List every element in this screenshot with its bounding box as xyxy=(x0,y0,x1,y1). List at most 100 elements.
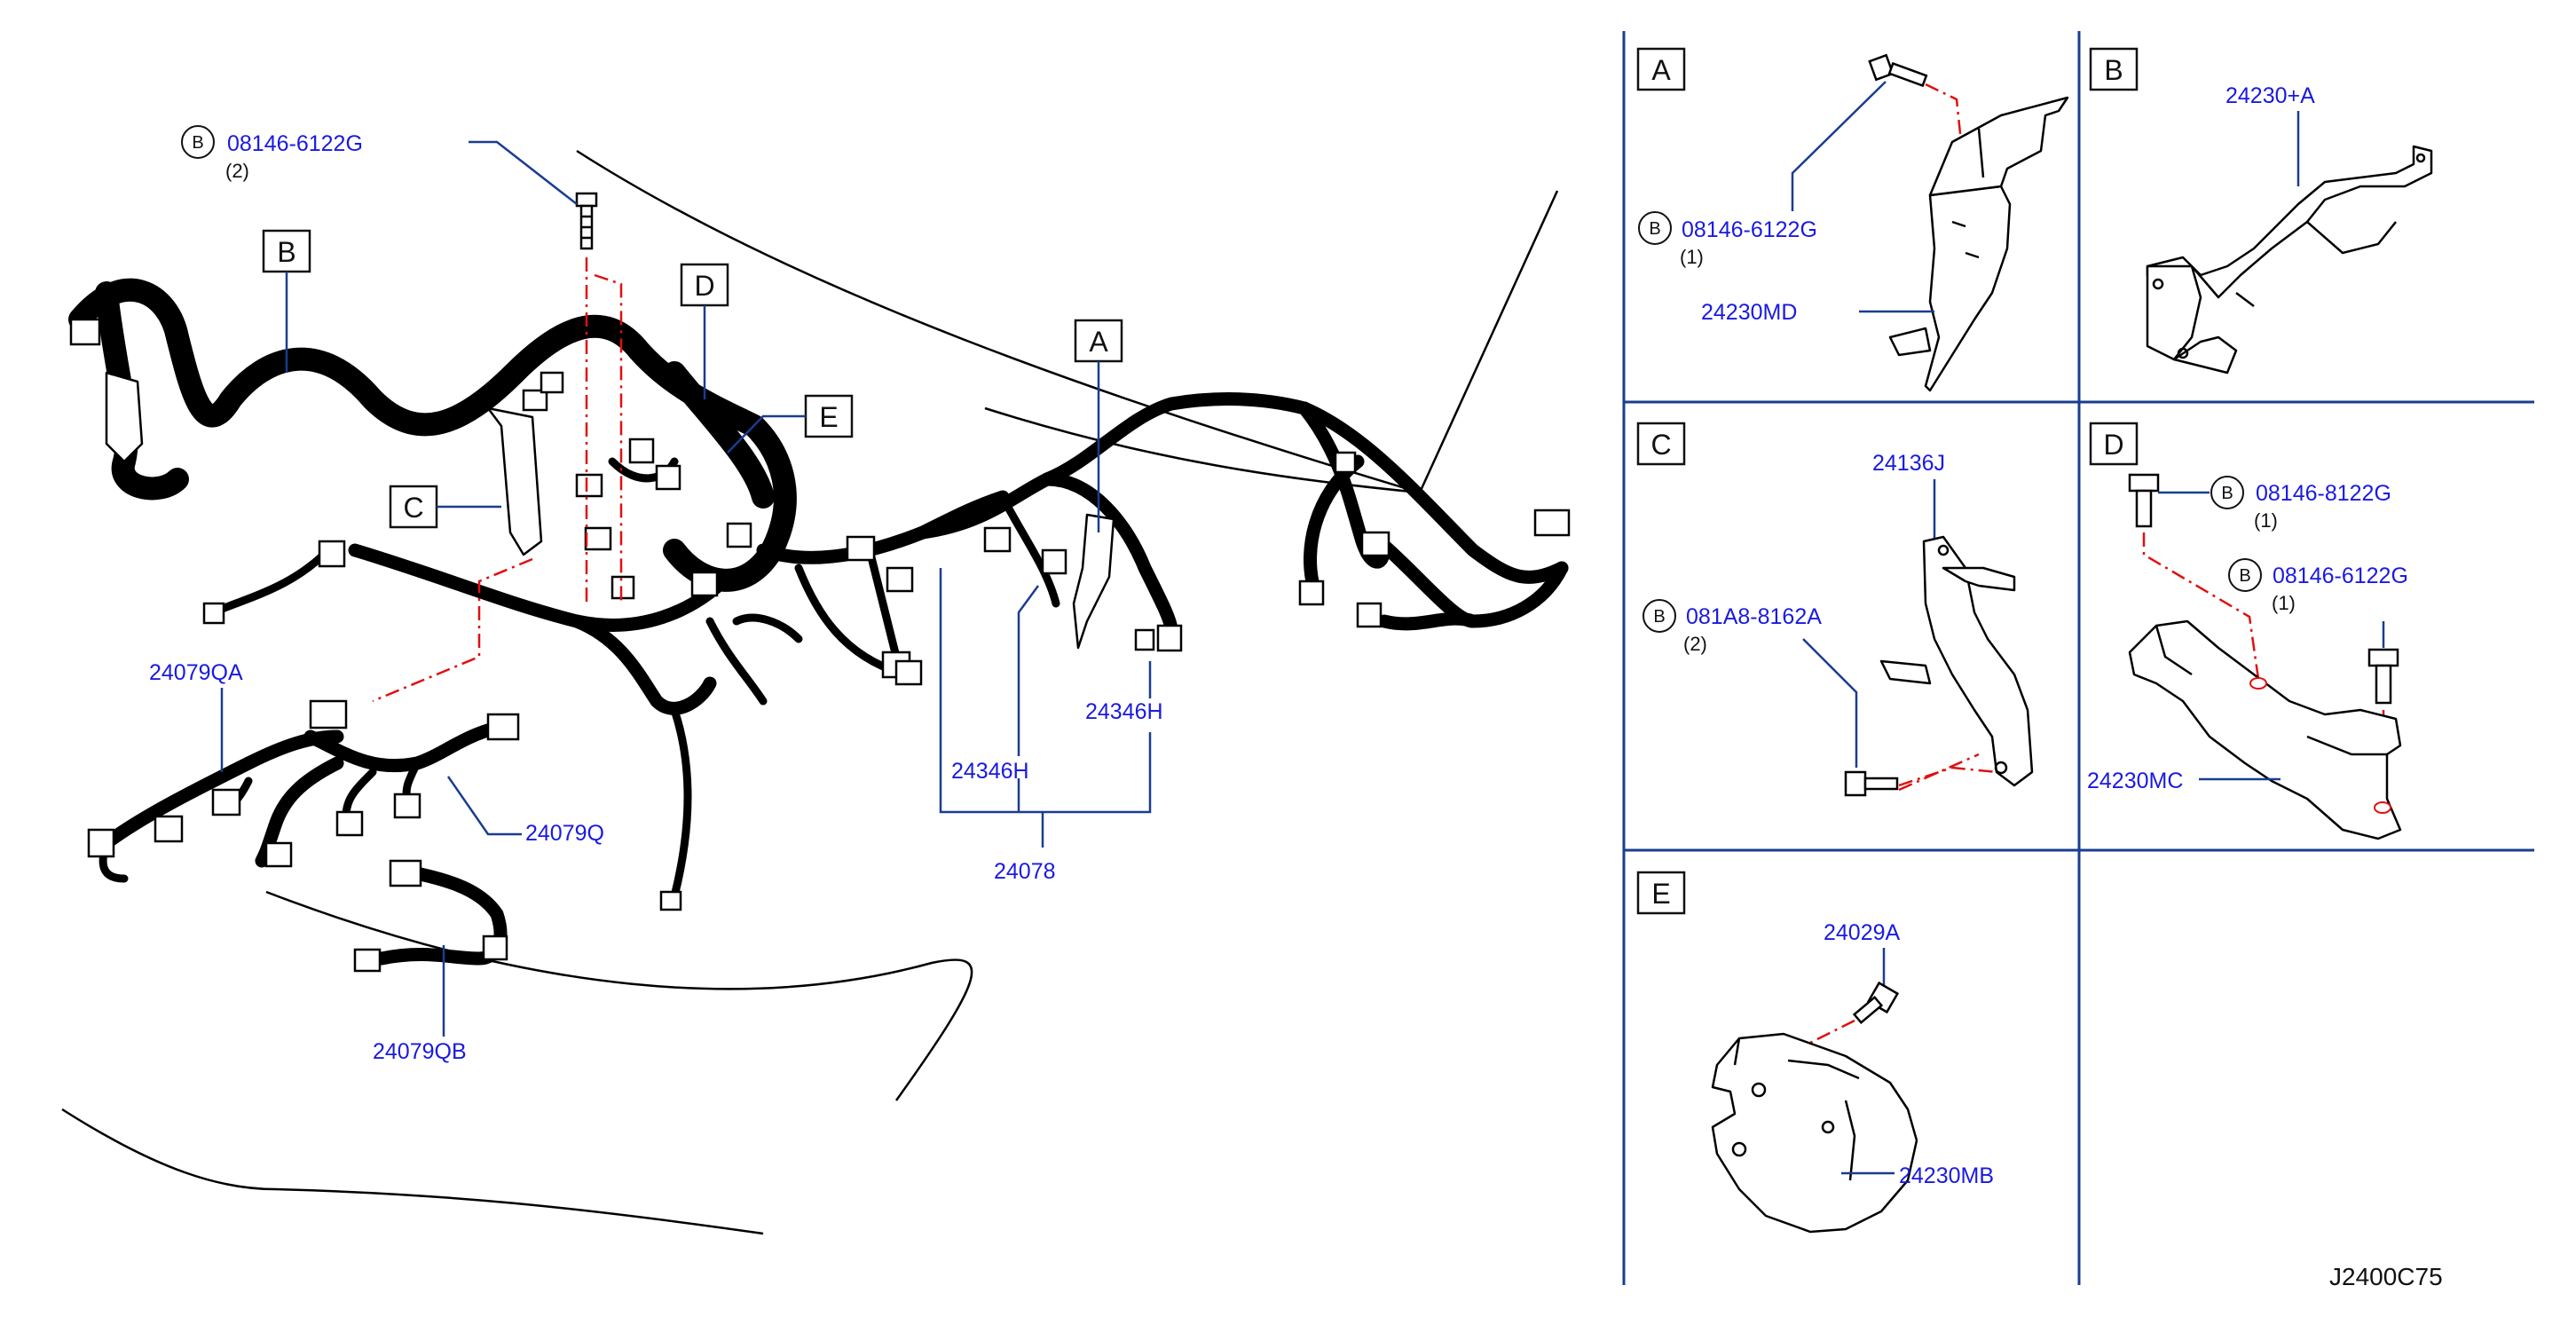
bolt-icon xyxy=(2128,473,2160,528)
harness-connector xyxy=(894,659,923,686)
sub-harness-connector xyxy=(211,788,241,816)
bolt-icon xyxy=(575,192,598,250)
harness-connector xyxy=(726,522,752,548)
harness-connector xyxy=(584,526,612,551)
sub-harnesses xyxy=(87,699,520,973)
label-24078: 24078 xyxy=(994,859,1056,884)
label-24136j: 24136J xyxy=(1872,451,1945,476)
detail-panel-e: E 24029A 24230MB xyxy=(1636,871,1994,1234)
harness-connector xyxy=(983,526,1012,553)
detail-panel-c: C 24136J B 081A8-8162A (2) xyxy=(1636,422,2034,797)
bolt-qty: (1) xyxy=(2272,592,2296,614)
bolt-icon xyxy=(2367,648,2399,705)
detail-panel-a: A B 08146-6122G (1) 24230MD xyxy=(1636,47,2069,392)
panel-label: A xyxy=(1651,54,1671,86)
harness-connector xyxy=(1134,628,1155,651)
label-24029a: 24029A xyxy=(1824,920,1901,945)
panel-label: D xyxy=(2103,429,2123,461)
label-24079qa: 24079QA xyxy=(149,660,243,685)
sub-harness-connector xyxy=(389,859,422,887)
label-24230mc: 24230MC xyxy=(2087,769,2183,793)
harness-connector xyxy=(611,575,635,600)
panel-label: C xyxy=(1650,429,1671,461)
label-24230a: 24230+A xyxy=(2225,83,2315,108)
sub-harness-connector xyxy=(486,713,520,741)
bracket-24230a xyxy=(2146,145,2433,299)
harness-connector xyxy=(69,318,101,346)
bolt-part-number: 08146-6122G xyxy=(227,131,363,156)
bolt-part-number: 08146-8122G xyxy=(2256,481,2391,506)
harness-connector xyxy=(1533,509,1571,537)
sub-harness-connector xyxy=(393,793,421,819)
diagram-code: J2400C75 xyxy=(2329,1263,2443,1290)
callout-label: C xyxy=(403,492,423,524)
panel-label: B xyxy=(2104,54,2123,86)
label-24079q: 24079Q xyxy=(525,821,604,846)
label-24230mb: 24230MB xyxy=(1899,1163,1994,1188)
callout-a: A xyxy=(1074,319,1123,532)
harness-connector xyxy=(575,473,603,498)
harness-connector xyxy=(1356,602,1383,628)
harness-connector xyxy=(1334,451,1357,474)
detail-panel-b: B 24230+A xyxy=(2089,47,2433,375)
main-bolt-callout: B 08146-6122G (2) xyxy=(181,125,578,205)
callout-d: D xyxy=(680,263,729,399)
bolt-icon xyxy=(1844,770,1899,797)
label-24230md: 24230MD xyxy=(1701,300,1797,325)
harness-connector xyxy=(1156,624,1183,652)
sub-harness-connector xyxy=(264,841,293,868)
bolt-part-number: 081A8-8162A xyxy=(1686,604,1822,629)
bracket-b-on-harness xyxy=(105,371,144,463)
bracket-24230md xyxy=(1924,185,2012,392)
bracket-c-on-harness xyxy=(486,406,543,556)
label-24346h-right: 24346H xyxy=(1085,699,1163,724)
harness-connector xyxy=(1298,580,1325,606)
bolt-part-number: 08146-6122G xyxy=(1682,217,1817,242)
bolt-symbol: B xyxy=(2239,566,2250,586)
harness-connector xyxy=(690,571,719,597)
harness-connector xyxy=(886,566,914,593)
harness-connector xyxy=(318,540,346,568)
sub-harness-connector xyxy=(335,810,364,837)
detail-panel-d: D B 08146-8122G (1) B 08146-6122G (1) 24… xyxy=(2087,422,2408,840)
callout-label: D xyxy=(694,270,714,302)
panel-label: E xyxy=(1651,878,1670,910)
bolt-qty: (2) xyxy=(225,160,249,182)
harness-connector xyxy=(628,438,655,464)
bracket-24136j xyxy=(1922,535,2034,787)
callout-label: B xyxy=(277,236,295,268)
bracket-24230mc xyxy=(2128,619,2402,840)
callout-label: A xyxy=(1089,326,1108,358)
bolt-icon xyxy=(1868,53,1928,88)
bolt-part-number: 08146-6122G xyxy=(2273,564,2408,588)
bolt-symbol: B xyxy=(1649,219,1660,239)
bolt-symbol: B xyxy=(2221,484,2233,503)
harness-connector xyxy=(659,890,682,911)
bracket-a-on-harness xyxy=(1072,513,1115,650)
bolt-qty: (2) xyxy=(1683,633,1707,655)
sub-harness-connector xyxy=(154,815,184,843)
callout-c: C xyxy=(389,485,501,529)
sub-harness-connector xyxy=(482,935,508,961)
bolt-symbol: B xyxy=(192,133,203,153)
bracket-24230md-top xyxy=(1928,96,2069,197)
harness-connector xyxy=(1360,531,1390,557)
harness-connector xyxy=(1041,548,1067,575)
harness-connector xyxy=(655,464,681,491)
bracket-24230mb xyxy=(1711,1032,1918,1234)
sub-harness-connector xyxy=(87,828,115,858)
sub-harness-connector xyxy=(353,948,382,973)
harness-connector xyxy=(540,371,564,394)
bolt-qty: (1) xyxy=(1680,246,1704,268)
engine-wire-harness xyxy=(68,192,1571,911)
bolt-icon xyxy=(1852,981,1900,1024)
bolt-qty: (1) xyxy=(2254,509,2278,532)
bolt-symbol: B xyxy=(1653,607,1665,627)
label-24346h-left: 24346H xyxy=(951,759,1029,784)
harness-connector xyxy=(202,602,225,625)
harness-connector xyxy=(846,535,876,562)
harness-connector xyxy=(522,389,548,412)
detail-panel-grid xyxy=(1622,31,2534,1285)
callout-label: E xyxy=(819,401,838,433)
